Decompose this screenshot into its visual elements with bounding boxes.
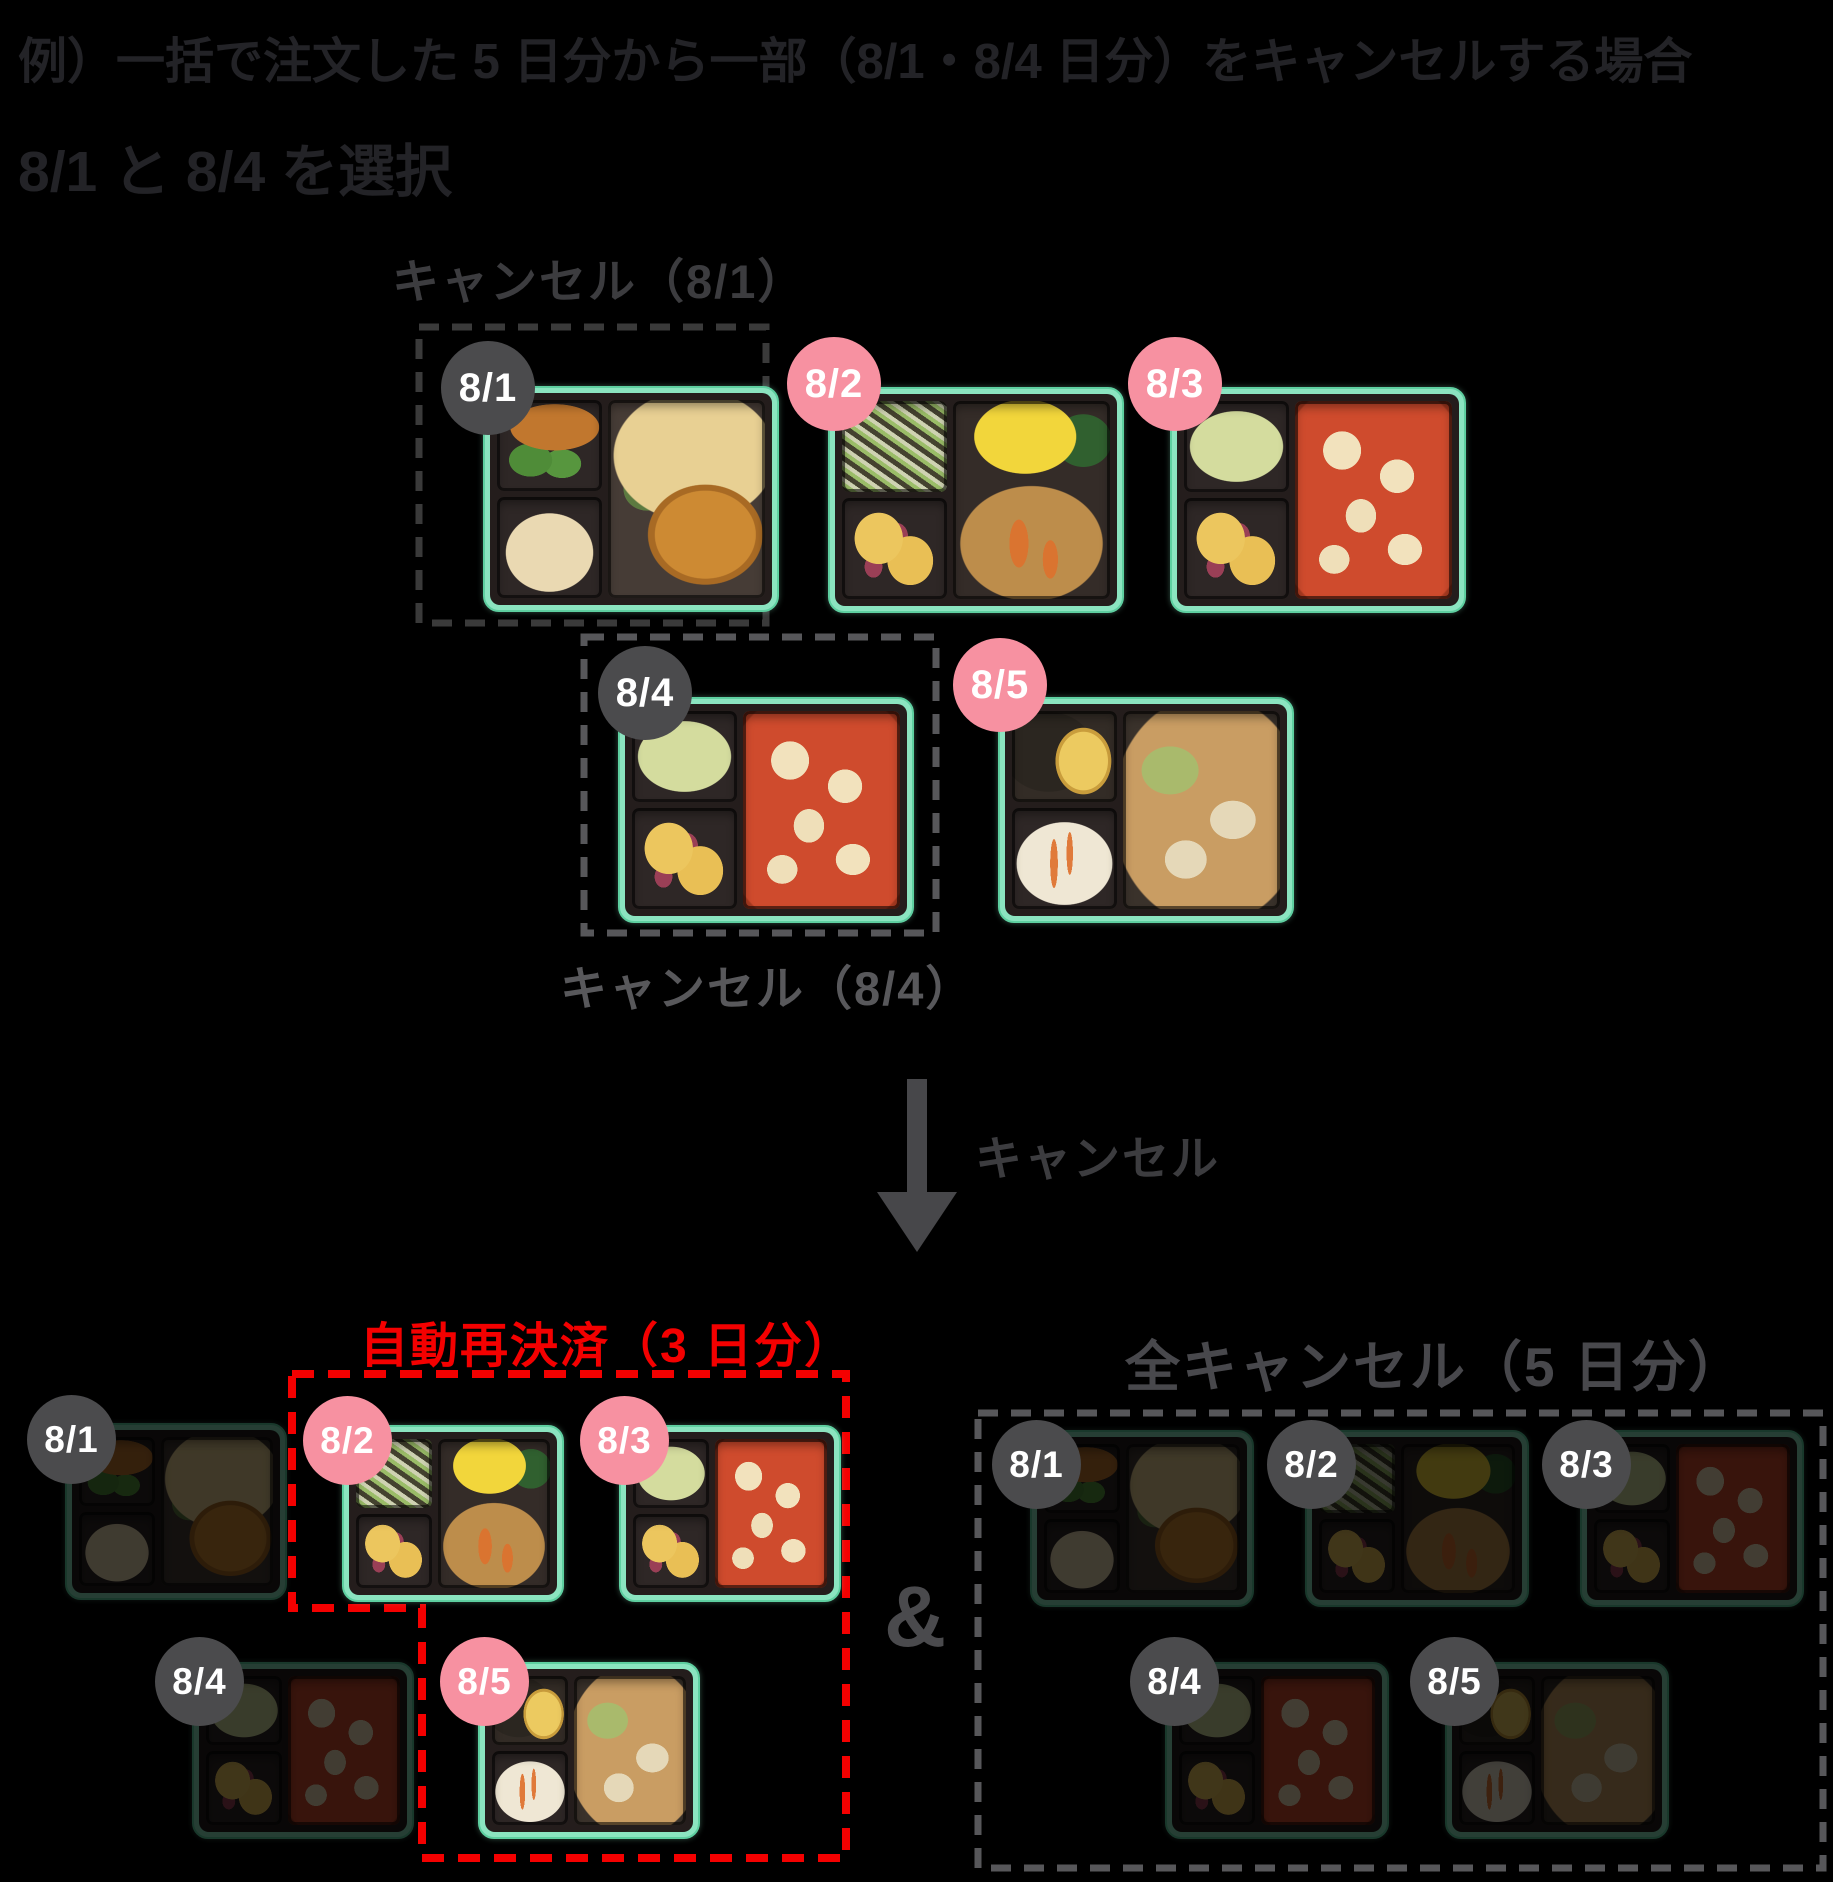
day-badge-label: 8/3: [597, 1419, 652, 1461]
bento-cancel-8-1: [1030, 1430, 1254, 1607]
bento-8-1: [483, 386, 779, 612]
cancel-day-badge-8-3: 8/3: [1542, 1420, 1631, 1509]
bento-repay-8-3: [619, 1425, 841, 1602]
repay-day-badge-8-5: 8/5: [440, 1637, 529, 1726]
day-badge-label: 8/1: [458, 365, 518, 410]
cancel-box-8-4-label: キャンセル（8/4）: [560, 962, 975, 1015]
day-badge-label: 8/5: [457, 1660, 512, 1702]
day-badge-label: 8/1: [44, 1418, 99, 1460]
repay-day-badge-8-2: 8/2: [303, 1396, 392, 1485]
cancel-all-group-border: [974, 1409, 1827, 1872]
repay-day-badge-8-3: 8/3: [580, 1396, 669, 1485]
day-badge-label: 8/5: [1427, 1660, 1482, 1702]
day-badge-8-2: 8/2: [787, 337, 881, 431]
repay-title: 自動再決済（3 日分）: [359, 1320, 855, 1373]
day-badge-label: 8/4: [1147, 1660, 1202, 1702]
cancel-day-badge-8-5: 8/5: [1410, 1637, 1499, 1726]
down-arrow-icon: [877, 1079, 957, 1252]
bento-8-2: [828, 387, 1124, 613]
repay-group-border: [288, 1370, 850, 1862]
cancel-box-8-1-label: キャンセル（8/1）: [392, 255, 807, 308]
repay-day-badge-8-1: 8/1: [27, 1395, 116, 1484]
day-badge-label: 8/5: [970, 662, 1030, 707]
cancel-day-badge-8-4: 8/4: [1130, 1637, 1219, 1726]
day-badge-label: 8/2: [320, 1419, 375, 1461]
cancel-all-title: 全キャンセル（5 日分）: [1125, 1336, 1745, 1398]
day-badge-label: 8/4: [615, 670, 675, 715]
page-title: 例）一括で注文した 5 日分から一部（8/1・8/4 日分）をキャンセルする場合: [18, 35, 1693, 89]
day-badge-8-4: 8/4: [598, 646, 692, 740]
cancel-box-8-4-border: [580, 633, 940, 937]
day-badge-label: 8/2: [804, 361, 864, 406]
day-badge-label: 8/3: [1145, 361, 1205, 406]
day-badge-8-1: 8/1: [441, 341, 535, 435]
day-badge-label: 8/3: [1559, 1443, 1614, 1485]
arrow-label: キャンセル: [975, 1132, 1220, 1185]
bento-repay-8-2: [342, 1425, 564, 1602]
day-badge-8-5: 8/5: [953, 638, 1047, 732]
day-badge-label: 8/1: [1009, 1443, 1064, 1485]
bento-8-3: [1170, 387, 1466, 613]
page-subtitle: 8/1 と 8/4 を選択: [18, 140, 452, 204]
day-badge-8-3: 8/3: [1128, 337, 1222, 431]
bento-repay-8-1: [65, 1423, 287, 1600]
day-badge-label: 8/2: [1284, 1443, 1339, 1485]
repay-day-badge-8-4: 8/4: [155, 1637, 244, 1726]
cancel-day-badge-8-1: 8/1: [992, 1420, 1081, 1509]
ampersand: &: [884, 1569, 947, 1665]
bento-8-4: [618, 697, 914, 923]
day-badge-label: 8/4: [172, 1660, 227, 1702]
bento-8-5: [998, 697, 1294, 923]
cancel-day-badge-8-2: 8/2: [1267, 1420, 1356, 1509]
